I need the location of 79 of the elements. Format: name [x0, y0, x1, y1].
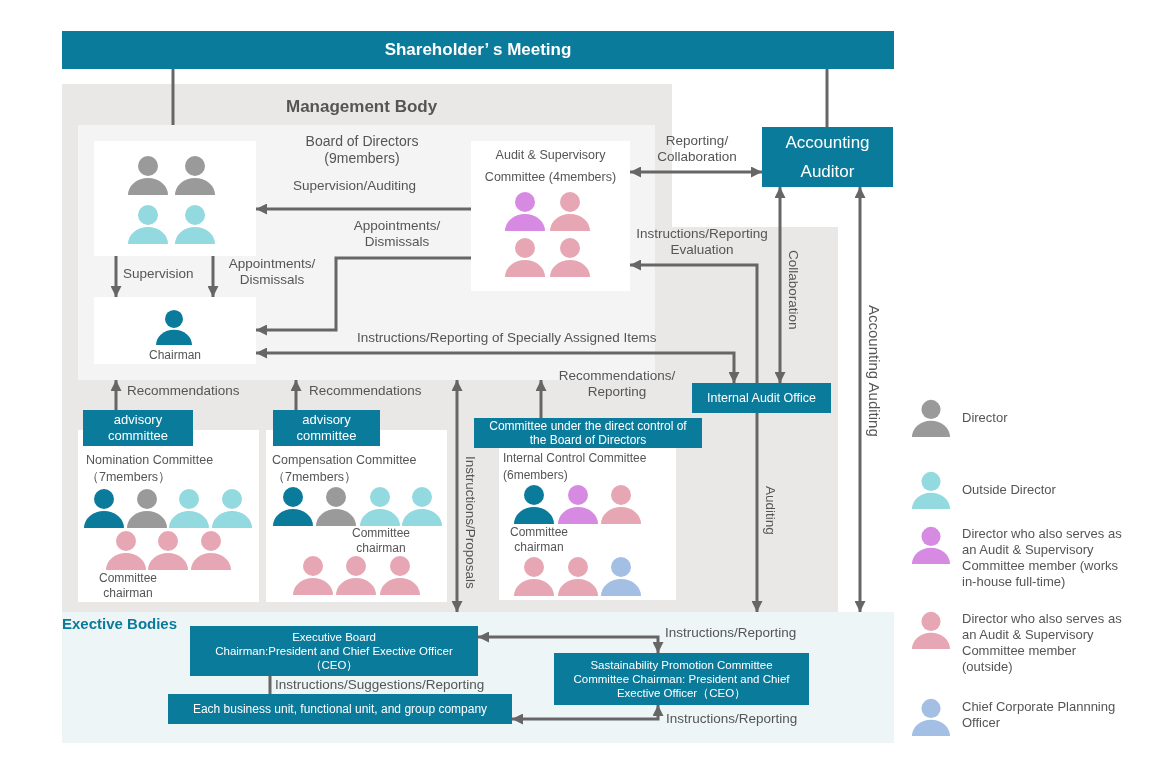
edge-label: Instructions/Suggestions/Reporting: [275, 677, 485, 693]
edge-label: Instructions/Reporting of Specially Assigned Items: [357, 330, 657, 346]
committee-box: [471, 141, 630, 291]
role-label: Committee chairman: [509, 525, 569, 555]
arrow: [290, 380, 302, 410]
arrow: [774, 187, 786, 383]
edge-label: Supervision/Auditing: [293, 178, 417, 194]
edge-label: Instructions/Reporting Evaluation: [635, 226, 769, 258]
edge-label: Appointments/ Dismissals: [352, 218, 442, 250]
committee-box: [554, 653, 809, 705]
legend-label: Chief Corporate Plannning Officer: [962, 699, 1117, 731]
legend-label: Director who also serves as an Audit & Supervisory Committee member (outside): [962, 611, 1123, 675]
executive-band: [62, 612, 894, 743]
section-title: Exective Bodies: [62, 614, 178, 634]
section-title: Management Body: [286, 96, 438, 118]
arrow: [854, 187, 866, 612]
committee-box: [78, 430, 259, 602]
edge-label: Accounting Auditing: [866, 305, 882, 437]
edge-label: Reporting/ Collaboration: [656, 133, 738, 165]
legend-label: Director who also serves as an Audit & Supervisory Committee member (works in-house full-time): [962, 526, 1123, 590]
edge-label: Instructions/Proposals: [462, 456, 478, 589]
member-box: [94, 141, 256, 256]
arrow: [630, 259, 759, 383]
arrow: [256, 256, 471, 336]
box-label: Chairman: [148, 347, 202, 364]
committee-tab: [83, 410, 193, 446]
role-label: Committee chairman: [351, 526, 411, 556]
edge-label: Recommendations: [127, 383, 240, 399]
box-label: Internal Audit Office: [707, 389, 816, 407]
arrow: [110, 380, 122, 410]
box-label: Nomination Committee（7members）: [86, 452, 215, 486]
legend-label: Director: [962, 410, 1009, 426]
box-label: Sastainability Promotion Committee: [590, 658, 773, 672]
box-label: Executive Board: [292, 630, 376, 644]
arrow: [512, 705, 664, 725]
connector-line: [825, 69, 829, 127]
committee-box: [266, 430, 447, 602]
legend-label: Outside Director: [962, 482, 1057, 498]
edge-label: Collaboration: [785, 250, 801, 330]
box-label: Each business unit, functional unit, and group company: [192, 701, 488, 718]
arrow: [256, 203, 471, 215]
arrow: [110, 256, 122, 297]
committee-tab: [474, 418, 702, 448]
connector-line: [268, 676, 272, 694]
bar-title: Shareholder’ s Meeting: [384, 39, 572, 62]
committee-box: [499, 448, 676, 600]
edge-label: Recommendations/ Reporting: [557, 368, 677, 400]
arrow: [451, 380, 463, 612]
panel-title: Board of Directors (9members): [304, 133, 420, 167]
box-label: advisory committee: [295, 412, 358, 444]
box-label: Internal Control Committee (6members): [503, 450, 648, 484]
chairman-box: [94, 297, 256, 364]
box-label: Accounting Auditor: [784, 132, 871, 183]
edge-label: Instructions/Reporting: [665, 625, 797, 641]
arrow: [751, 413, 763, 612]
role-label: Committee chairman: [98, 571, 158, 601]
executive-box: [190, 626, 478, 676]
box-label: Audit & Supervisory Committee (4members): [483, 147, 618, 186]
auditor-box: [762, 127, 893, 187]
arrow: [535, 380, 547, 418]
edge-label: Auditing: [762, 486, 778, 535]
box-label: Committee Chairman: President and Chief Exective Officer（CEO）: [572, 672, 791, 700]
edge-label: Recommendations: [309, 383, 422, 399]
arrow: [478, 631, 664, 653]
office-box: [692, 383, 831, 413]
unit-box: [168, 694, 512, 724]
box-label: Committee under the direct control of the Board of Directors: [488, 419, 688, 447]
box-label: advisory committee: [107, 412, 169, 444]
arrow: [207, 256, 219, 297]
edge-label: Instructions/Reporting: [666, 711, 798, 727]
arrow: [630, 166, 762, 178]
arrow: [256, 347, 740, 383]
edge-label: Supervision: [123, 266, 194, 282]
connector-line: [171, 69, 175, 125]
committee-tab: [273, 410, 380, 446]
header-bar: [62, 31, 894, 69]
box-label: Compensation Committee（7members）: [272, 452, 418, 486]
box-label: Chairman:President and Chief Exective Officer（CEO）: [214, 644, 454, 672]
edge-label: Appointments/ Dismissals: [227, 256, 317, 288]
